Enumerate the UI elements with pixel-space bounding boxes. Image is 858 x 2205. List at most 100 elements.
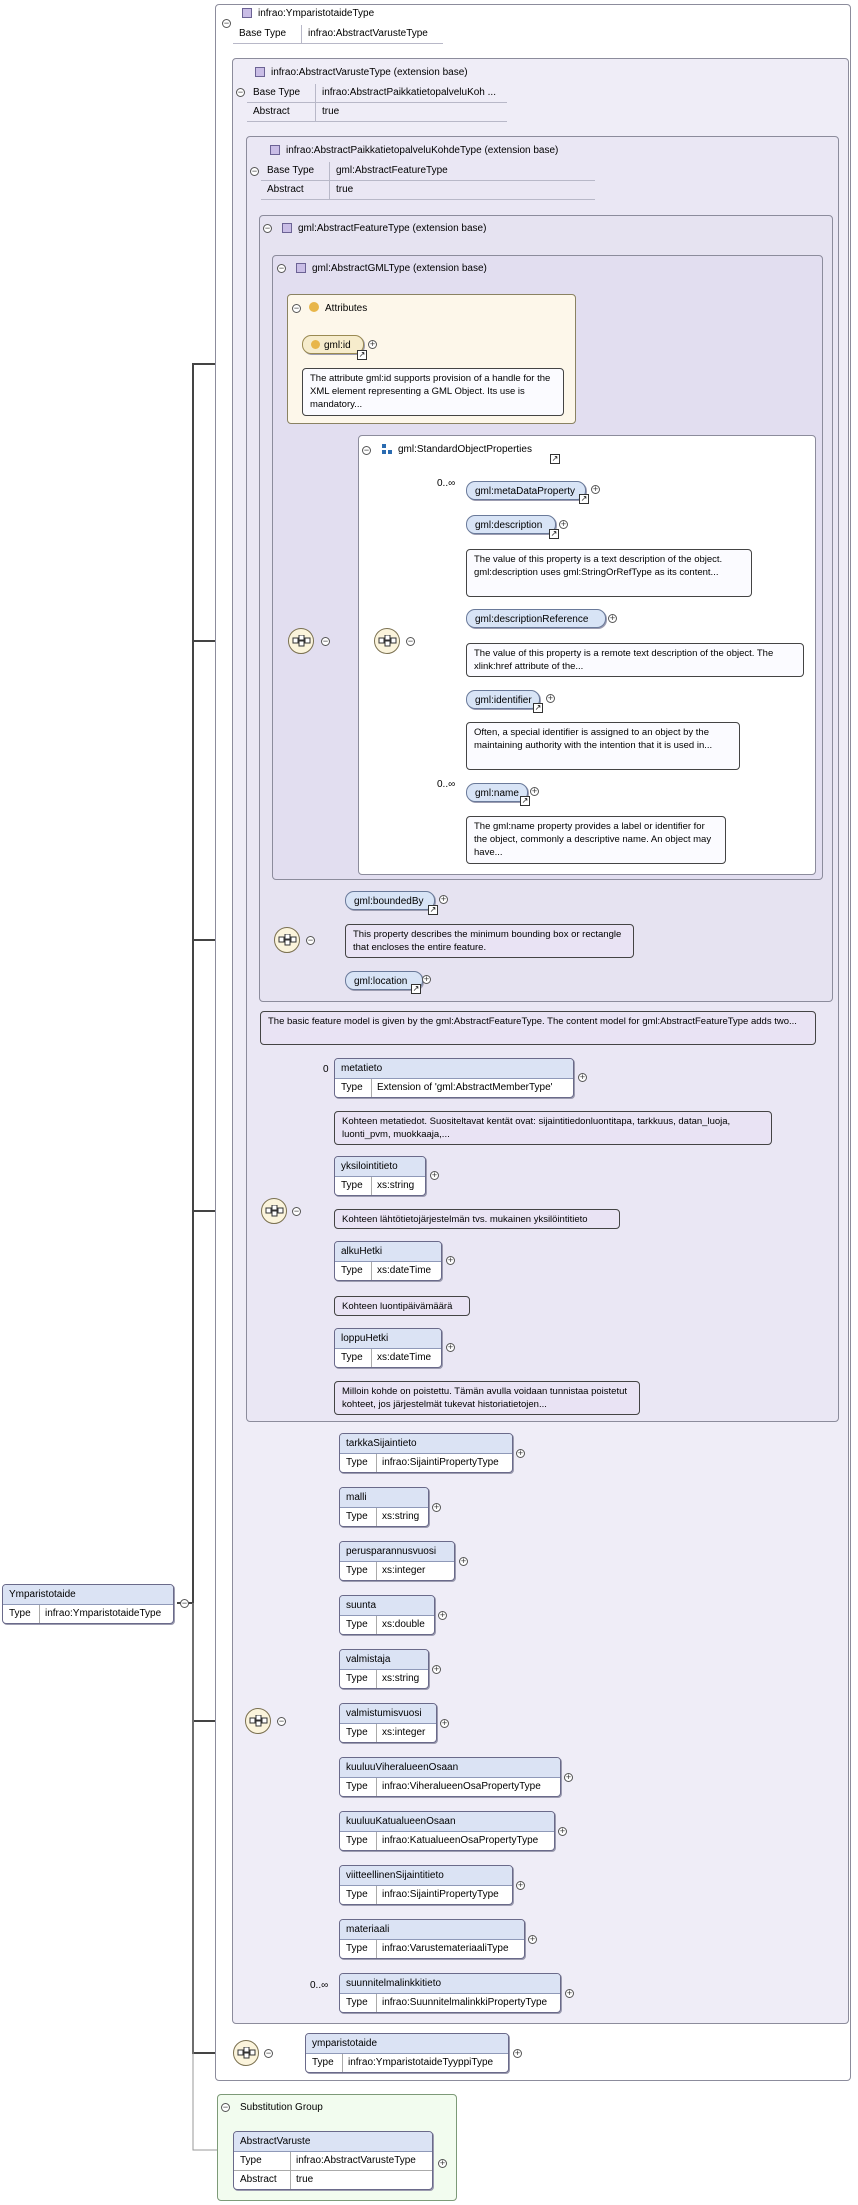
gml-identifier-doc: Often, a special identifier is assigned … [466,722,740,770]
collapse-sequence-button[interactable]: − [277,1716,286,1726]
expand-element-button[interactable]: + [432,1502,441,1512]
gml-name-doc: The gml:name property provides a label o… [466,816,726,864]
gml-metadataproperty-element[interactable]: gml:metaDataProperty [466,481,586,500]
gml-name-element[interactable]: gml:name [466,783,528,802]
link-arrow-icon[interactable]: ↗ [428,905,438,915]
collapse-feature-button[interactable]: − [263,223,272,233]
expand-element-button[interactable]: + [546,693,555,703]
expand-element-button[interactable]: + [439,894,448,904]
complex-type-icon [242,8,252,18]
varuste-title: infrao:AbstractVarusteType (extension ba… [255,67,468,78]
expand-element-button[interactable]: + [513,2048,522,2058]
gml-id-attribute[interactable]: gml:id [302,335,364,354]
collapse-root-button[interactable]: − [180,1598,189,1608]
collapse-sequence-button[interactable]: − [406,636,415,646]
attribute-icon [309,302,319,312]
expand-element-button[interactable]: + [516,1448,525,1458]
expand-element-button[interactable]: + [516,1880,525,1890]
link-arrow-icon[interactable]: ↗ [411,984,421,994]
feature-doc: The basic feature model is given by the … [260,1011,816,1045]
expand-element-button[interactable]: + [459,1556,468,1566]
expand-element-button[interactable]: + [446,1342,455,1352]
paikka-title: infrao:AbstractPaikkatietopalveluKohdeTy… [270,145,558,156]
link-arrow-icon[interactable]: ↗ [579,494,589,504]
collapse-substitution-button[interactable]: − [221,2102,230,2112]
gmltype-title: gml:AbstractGMLType (extension base) [296,263,487,274]
gml-boundedby-element[interactable]: gml:boundedBy [345,891,435,910]
gml-description-doc: The value of this property is a text des… [466,549,752,597]
group-icon [382,444,392,454]
expand-element-button[interactable]: + [558,1826,567,1836]
expand-element-button[interactable]: + [446,1255,455,1265]
expand-element-button[interactable]: + [559,519,568,529]
expand-element-button[interactable]: + [578,1072,587,1082]
yksilointitieto-doc: Kohteen lähtötietojärjestelmän tvs. muka… [334,1209,620,1229]
collapse-sequence-button[interactable]: − [292,1206,301,1216]
gml-descriptionreference-element[interactable]: gml:descriptionReference [466,609,606,628]
feature-title: gml:AbstractFeatureType (extension base) [282,223,486,234]
expand-element-button[interactable]: + [528,1934,537,1944]
alkuhetki-doc: Kohteen luontipäivämäärä [334,1296,470,1316]
expand-element-button[interactable]: + [438,1610,447,1620]
type-title: infrao:YmparistotaideType [242,8,374,19]
expand-element-button[interactable]: + [608,613,617,623]
sequence-icon [288,628,314,654]
collapse-attributes-button[interactable]: − [292,303,301,313]
expand-element-button[interactable]: + [438,2158,447,2168]
collapse-sop-button[interactable]: − [362,445,371,455]
expand-element-button[interactable]: + [591,484,600,494]
link-arrow-icon[interactable]: ↗ [533,703,543,713]
expand-element-button[interactable]: + [440,1718,449,1728]
expand-element-button[interactable]: + [422,974,431,984]
expand-gml-id-button[interactable]: + [368,339,377,349]
link-arrow-icon[interactable]: ↗ [549,529,559,539]
expand-element-button[interactable]: + [564,1772,573,1782]
gml-id-doc: The attribute gml:id supports provision … [302,368,564,416]
attributes-title: Attributes [309,302,367,314]
gml-description-element[interactable]: gml:description [466,515,556,534]
gml-identifier-element[interactable]: gml:identifier [466,690,540,709]
expand-element-button[interactable]: + [565,1988,574,1998]
collapse-gmltype-button[interactable]: − [277,263,286,273]
link-arrow-icon[interactable]: ↗ [520,796,530,806]
cardinality: 0..∞ [437,779,456,790]
gml-location-element[interactable]: gml:location [345,971,423,990]
complex-type-icon [282,223,292,233]
cardinality: 0..∞ [310,1980,329,1991]
link-arrow-icon[interactable]: ↗ [550,454,560,464]
collapse-sequence-button[interactable]: − [306,935,315,945]
collapse-sequence-button[interactable]: − [264,2048,273,2058]
collapse-sequence-button[interactable]: − [321,636,330,646]
collapse-varuste-button[interactable]: − [236,87,245,97]
expand-element-button[interactable]: + [530,786,539,796]
collapse-paikka-button[interactable]: − [250,166,259,176]
expand-element-button[interactable]: + [432,1664,441,1674]
sequence-icon [245,1708,271,1734]
link-arrow-icon[interactable]: ↗ [357,350,367,360]
sequence-icon [374,628,400,654]
collapse-type-button[interactable]: − [222,18,231,28]
expand-element-button[interactable]: + [430,1170,439,1180]
sequence-icon [261,1198,287,1224]
complex-type-icon [255,67,265,77]
